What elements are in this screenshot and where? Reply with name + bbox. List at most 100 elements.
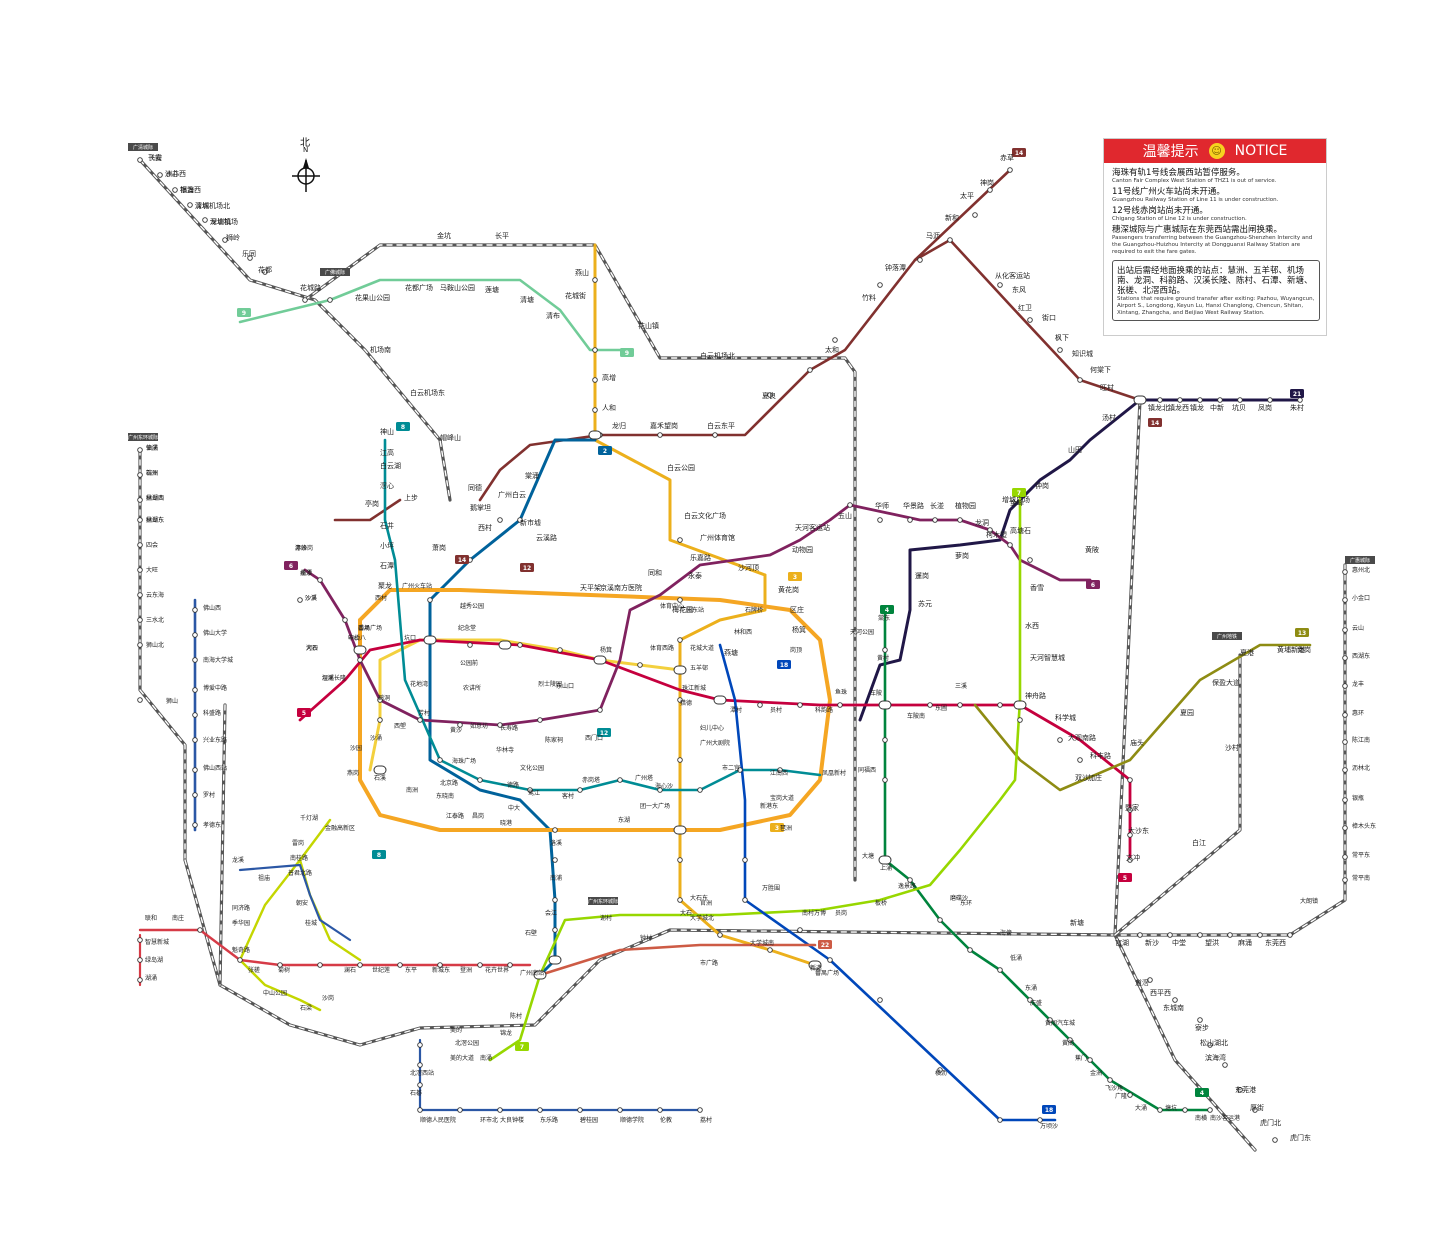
- station-dot[interactable]: [497, 722, 503, 728]
- station-dot[interactable]: [617, 777, 623, 783]
- station-dot[interactable]: [1342, 683, 1348, 689]
- station-dot[interactable]: [427, 597, 433, 603]
- station-dot[interactable]: [187, 202, 193, 208]
- station-dot[interactable]: [797, 702, 803, 708]
- station-dot[interactable]: [997, 702, 1003, 708]
- station-dot[interactable]: [552, 927, 558, 933]
- station-dot[interactable]: [172, 187, 178, 193]
- station-dot[interactable]: [137, 157, 143, 163]
- station-dot[interactable]: [137, 957, 143, 963]
- station-dot[interactable]: [1342, 627, 1348, 633]
- station-dot[interactable]: [237, 957, 243, 963]
- station-dot[interactable]: [677, 697, 683, 703]
- station-dot[interactable]: [247, 255, 253, 261]
- station-dot[interactable]: [537, 1107, 543, 1113]
- station-dot[interactable]: [137, 567, 143, 573]
- station-dot[interactable]: [742, 897, 748, 903]
- station-dot[interactable]: [1007, 167, 1013, 173]
- station-dot[interactable]: [317, 577, 323, 583]
- station-dot[interactable]: [222, 237, 228, 243]
- interchange-marker[interactable]: [588, 430, 602, 440]
- station-dot[interactable]: [1027, 557, 1033, 563]
- station-dot[interactable]: [137, 642, 143, 648]
- station-dot[interactable]: [1127, 832, 1133, 838]
- station-dot[interactable]: [1167, 932, 1173, 938]
- station-dot[interactable]: [197, 927, 203, 933]
- station-dot[interactable]: [967, 947, 973, 953]
- station-dot[interactable]: [357, 657, 363, 663]
- station-dot[interactable]: [192, 632, 198, 638]
- station-dot[interactable]: [1342, 655, 1348, 661]
- station-dot[interactable]: [1267, 397, 1273, 403]
- station-dot[interactable]: [777, 767, 783, 773]
- station-dot[interactable]: [192, 657, 198, 663]
- interchange-marker[interactable]: [1013, 700, 1027, 710]
- station-dot[interactable]: [882, 777, 888, 783]
- station-dot[interactable]: [1077, 757, 1083, 763]
- station-dot[interactable]: [417, 1062, 423, 1068]
- station-dot[interactable]: [1017, 717, 1023, 723]
- station-dot[interactable]: [882, 737, 888, 743]
- station-dot[interactable]: [1207, 1107, 1213, 1113]
- station-dot[interactable]: [767, 392, 773, 398]
- interchange-marker[interactable]: [878, 855, 892, 865]
- station-dot[interactable]: [927, 702, 933, 708]
- station-dot[interactable]: [1172, 997, 1178, 1003]
- station-dot[interactable]: [137, 497, 143, 503]
- station-dot[interactable]: [467, 642, 473, 648]
- station-dot[interactable]: [592, 277, 598, 283]
- station-dot[interactable]: [767, 947, 773, 953]
- station-dot[interactable]: [1272, 1137, 1278, 1143]
- station-dot[interactable]: [262, 269, 268, 275]
- interchange-marker[interactable]: [673, 825, 687, 835]
- station-dot[interactable]: [917, 257, 923, 263]
- station-dot[interactable]: [937, 1067, 943, 1073]
- station-dot[interactable]: [997, 967, 1003, 973]
- station-dot[interactable]: [997, 282, 1003, 288]
- station-dot[interactable]: [377, 697, 383, 703]
- station-dot[interactable]: [417, 717, 423, 723]
- station-dot[interactable]: [517, 642, 523, 648]
- station-dot[interactable]: [1137, 932, 1143, 938]
- station-dot[interactable]: [997, 1117, 1003, 1123]
- station-dot[interactable]: [1177, 397, 1183, 403]
- station-dot[interactable]: [437, 962, 443, 968]
- station-dot[interactable]: [1342, 767, 1348, 773]
- station-dot[interactable]: [877, 282, 883, 288]
- interchange-marker[interactable]: [878, 700, 892, 710]
- station-dot[interactable]: [957, 702, 963, 708]
- interchange-marker[interactable]: [498, 640, 512, 650]
- station-dot[interactable]: [527, 787, 533, 793]
- station-dot[interactable]: [657, 787, 663, 793]
- station-dot[interactable]: [202, 217, 208, 223]
- station-dot[interactable]: [597, 707, 603, 713]
- station-dot[interactable]: [1342, 825, 1348, 831]
- station-dot[interactable]: [1157, 397, 1163, 403]
- station-dot[interactable]: [697, 787, 703, 793]
- interchange-marker[interactable]: [353, 645, 367, 655]
- station-dot[interactable]: [617, 1107, 623, 1113]
- station-dot[interactable]: [377, 717, 383, 723]
- station-dot[interactable]: [137, 592, 143, 598]
- station-dot[interactable]: [807, 367, 813, 373]
- station-dot[interactable]: [137, 542, 143, 548]
- station-dot[interactable]: [677, 897, 683, 903]
- station-dot[interactable]: [1287, 932, 1293, 938]
- station-dot[interactable]: [497, 517, 503, 523]
- station-dot[interactable]: [137, 517, 143, 523]
- station-dot[interactable]: [1207, 1042, 1213, 1048]
- station-dot[interactable]: [1342, 877, 1348, 883]
- station-dot[interactable]: [137, 977, 143, 983]
- station-dot[interactable]: [192, 767, 198, 773]
- station-dot[interactable]: [1217, 397, 1223, 403]
- station-dot[interactable]: [1127, 1092, 1133, 1098]
- station-dot[interactable]: [137, 472, 143, 478]
- interchange-marker[interactable]: [548, 955, 562, 965]
- station-dot[interactable]: [742, 857, 748, 863]
- station-dot[interactable]: [1227, 932, 1233, 938]
- station-dot[interactable]: [517, 517, 523, 523]
- station-dot[interactable]: [357, 962, 363, 968]
- station-dot[interactable]: [327, 297, 333, 303]
- station-dot[interactable]: [1147, 977, 1153, 983]
- station-dot[interactable]: [907, 517, 913, 523]
